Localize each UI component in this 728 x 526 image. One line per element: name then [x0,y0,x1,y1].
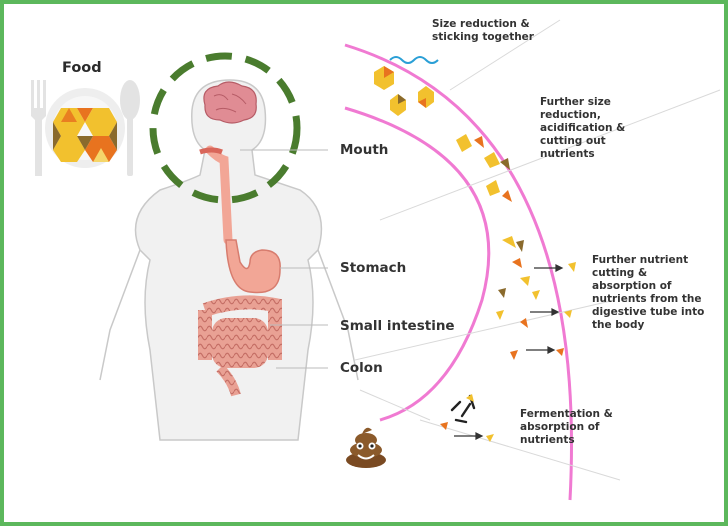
digestive-tract [198,145,282,397]
colon-organ [198,295,282,360]
colon-label: Colon [340,360,383,376]
food-particles-mouth [374,66,434,116]
small-intestine-label: Small intestine [340,318,455,334]
absorption-arrows [454,264,564,440]
mouth-label: Mouth [340,142,389,158]
brain-icon [203,81,257,124]
stomach-label: Stomach [340,260,407,276]
food-particles-colon [440,394,494,442]
fork-knife-icon [31,80,140,176]
food-label: Food [62,60,102,76]
poop-emoji-icon [346,427,386,468]
leader-lines [240,149,328,369]
mucus-wave [389,56,439,64]
mouth-step-text: Size reduction & sticking together [432,18,534,43]
food-plate-icon [45,88,125,168]
small-intestine-organ [212,318,268,368]
head-highlight-circle [149,52,301,204]
stomach-organ [225,239,281,294]
stomach-step-text: Further size reduction, acidification & … [540,96,626,160]
stage-separators [354,19,721,481]
small-intestine-step-text: Further nutrient cutting & absorption of… [592,254,705,331]
food-particles-stomach [456,134,512,202]
colon-step-text: Fermentation & absorption of nutrients [520,408,613,446]
digestive-tube-arcs [344,43,574,501]
food-particles-small-intestine [496,236,576,360]
